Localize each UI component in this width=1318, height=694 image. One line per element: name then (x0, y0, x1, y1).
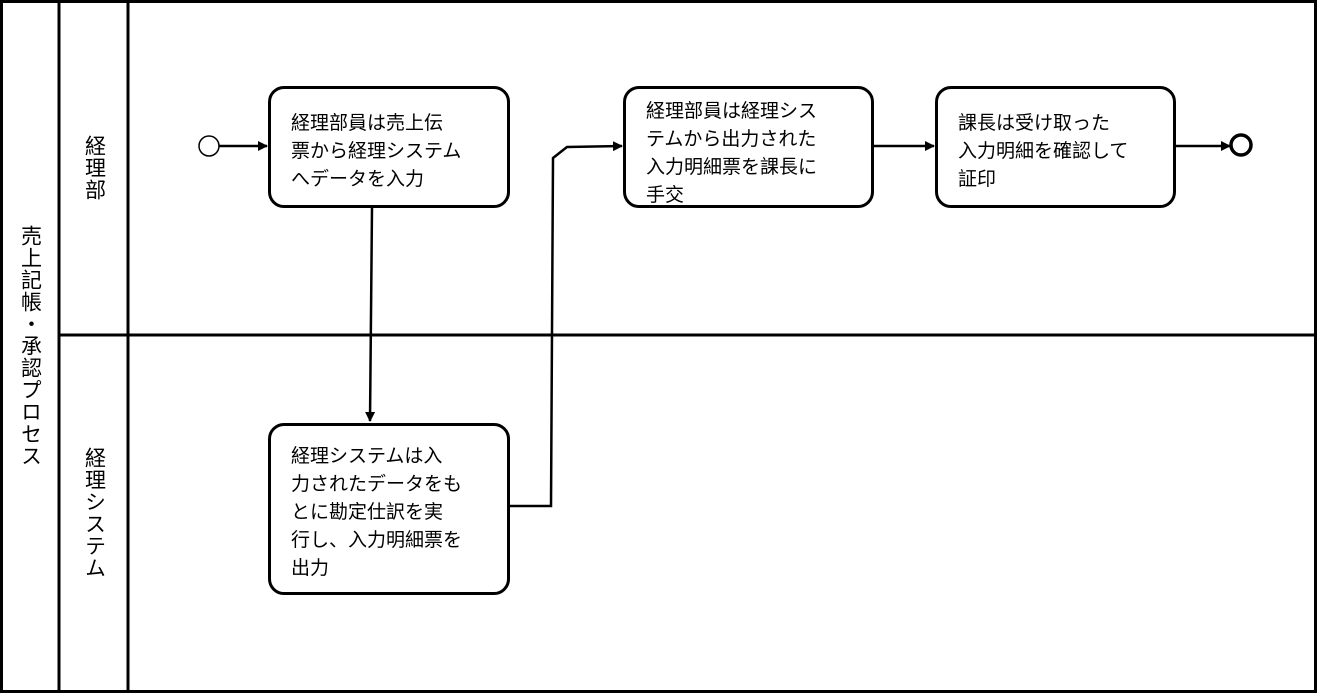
lane-label-accounting-system: 経理システム (82, 447, 107, 579)
pool-title: 売上記帳・承認プロセス (18, 225, 43, 467)
lane-label-accounting: 経理部 (82, 135, 107, 201)
task-enter-sales-data: 経理部員は売上伝 票から経理システム へデータを入力 (268, 86, 510, 208)
task-system-journal-entry: 経理システムは入 力されたデータをも とに勘定仕訳を実 行し、入力明細票を 出力 (268, 423, 510, 595)
start-event (198, 135, 220, 157)
task-manager-approval: 課長は受け取った 入力明細を確認して 証印 (935, 86, 1176, 208)
task-hand-over-statement: 経理部員は経理シス テムから出力された 入力明細票を課長に 手交 (623, 86, 874, 208)
end-event (1229, 133, 1253, 157)
flow-task1-to-task4 (365, 207, 376, 422)
flow-task4-to-task2 (510, 141, 623, 508)
